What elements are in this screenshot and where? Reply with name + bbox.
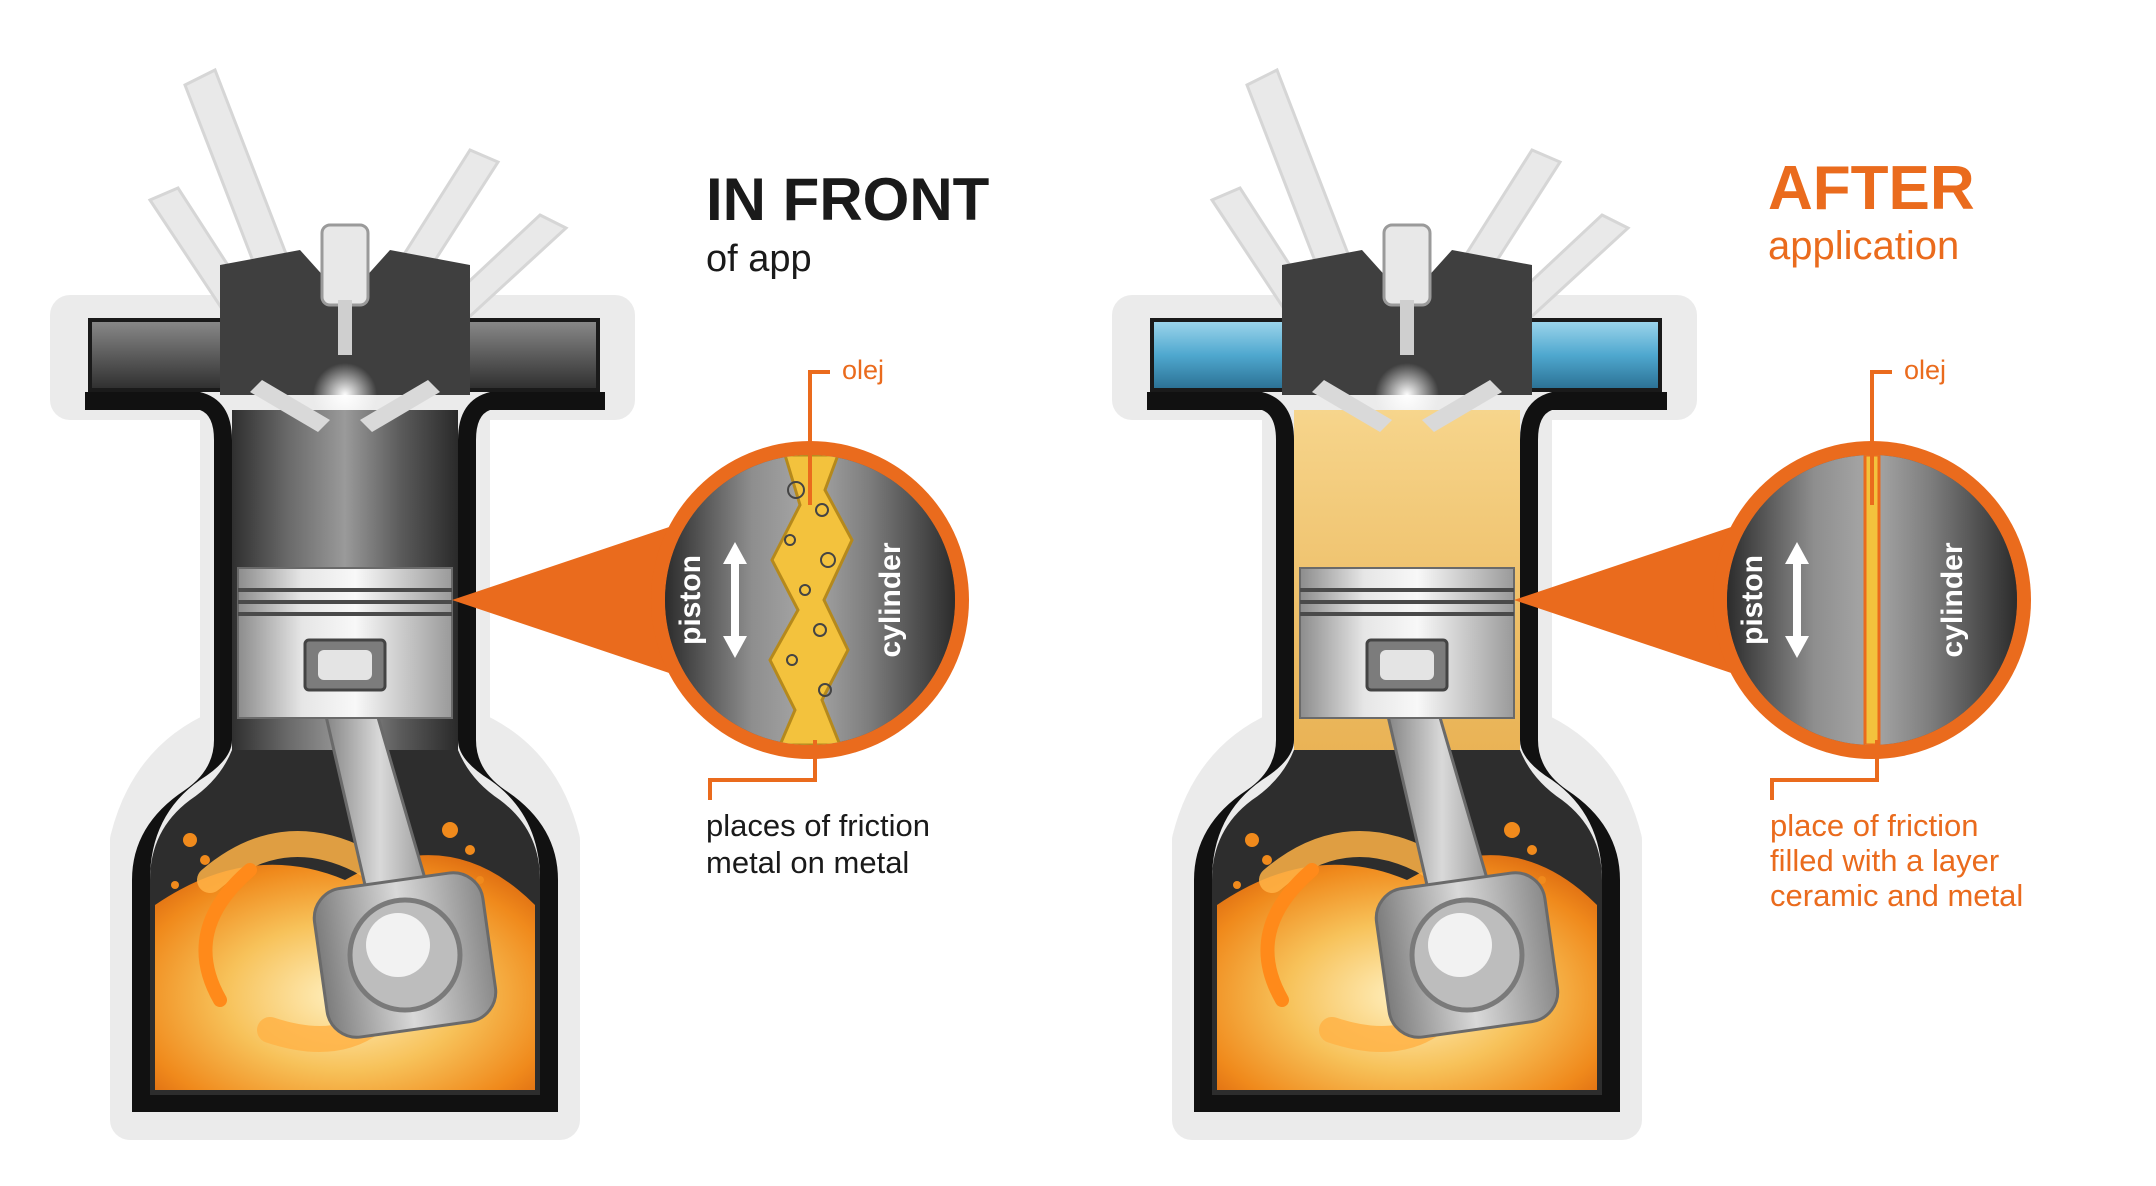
after-friction-caption: place of friction filled with a layer ce… <box>1770 810 2023 911</box>
before-cylinder-wall <box>85 392 605 1112</box>
before-oil-droplet <box>442 822 458 838</box>
before-oil-droplet <box>465 845 475 855</box>
before-lens-cylinder-label: cylinder <box>874 542 907 657</box>
before-friction-leader <box>708 740 817 800</box>
before-lens: piston cylinder <box>651 441 969 759</box>
after-engine: piston cylinder <box>1112 67 2031 1140</box>
before-lens-bubble <box>784 534 796 546</box>
before-piston-pin-highlight <box>318 650 372 680</box>
after-friction-line-2: filled with a layer <box>1770 843 2000 878</box>
after-lens-piston-label: piston <box>1736 555 1769 645</box>
before-lens-bubble <box>818 683 832 697</box>
before-oil-droplet <box>171 881 179 889</box>
before-lens-bubble <box>813 623 827 637</box>
after-lens: piston cylinder <box>1713 441 2031 759</box>
after-valve-right <box>1422 380 1502 432</box>
before-spark-plug <box>320 223 370 307</box>
after-lens-ceramic-layer <box>1863 455 1881 745</box>
after-valve-left <box>1312 380 1392 432</box>
after-piston-ring <box>1300 600 1514 604</box>
before-valve-left <box>250 380 330 432</box>
before-spark-plug-tip <box>338 300 352 355</box>
after-oil-leader <box>1870 370 1892 505</box>
after-oil-droplet <box>1527 845 1537 855</box>
before-lens-oil-gap <box>768 455 854 745</box>
before-lens-bubble <box>820 552 836 568</box>
after-subheading: application <box>1768 224 1960 268</box>
after-oil-droplet <box>1233 881 1241 889</box>
before-oil-droplet <box>476 876 484 884</box>
before-lens-bubble <box>787 481 805 499</box>
before-pointer <box>452 520 690 680</box>
before-oil-leader <box>808 370 830 505</box>
after-pointer <box>1514 520 1752 680</box>
after-piston-ring <box>1300 612 1514 616</box>
before-crank-journal-highlight <box>366 913 430 977</box>
after-spark-plug <box>1382 223 1432 307</box>
before-piston-ring <box>238 588 452 592</box>
after-spark-plug-tip <box>1400 300 1414 355</box>
after-oil-droplet <box>1245 833 1259 847</box>
before-subheading: of app <box>706 238 812 280</box>
before-oil-swirl-2 <box>198 863 257 1007</box>
before-lens-bubble <box>799 584 811 596</box>
before-friction-line-2: metal on metal <box>706 845 910 880</box>
before-oil-label: olej <box>842 355 885 385</box>
after-friction-line-3: ceramic and metal <box>1770 878 2024 913</box>
after-friction-line-1: place of friction <box>1770 808 1979 843</box>
before-friction-caption: places of friction metal on metal <box>706 810 930 878</box>
before-oil-droplet <box>200 855 210 865</box>
before-friction-line-1: places of friction <box>706 808 930 843</box>
before-piston-ring <box>238 600 452 604</box>
after-oil-droplet <box>1504 822 1520 838</box>
before-lens-arrow <box>723 542 747 658</box>
after-piston-ring <box>1300 588 1514 592</box>
after-crank-journal-highlight <box>1428 913 1492 977</box>
after-friction-leader <box>1770 740 1879 800</box>
after-lens-cylinder-label: cylinder <box>1936 542 1969 657</box>
after-oil-droplet <box>1262 855 1272 865</box>
before-lens-bubble <box>786 654 798 666</box>
after-piston-pin-highlight <box>1380 650 1434 680</box>
after-oil-swirl-2 <box>1260 863 1319 1007</box>
before-heading: IN FRONT <box>706 166 990 233</box>
before-piston-ring <box>238 612 452 616</box>
after-heading: AFTER <box>1768 154 1975 223</box>
before-oil-droplet <box>183 833 197 847</box>
after-oil-droplet <box>1538 876 1546 884</box>
before-lens-piston-label: piston <box>674 555 707 645</box>
after-lens-arrow <box>1785 542 1809 658</box>
before-engine: piston cylinder <box>50 67 969 1140</box>
after-cylinder-wall <box>1147 392 1667 1112</box>
before-lens-bubble <box>815 503 829 517</box>
before-valve-right <box>360 380 440 432</box>
after-oil-label: olej <box>1904 355 1947 385</box>
